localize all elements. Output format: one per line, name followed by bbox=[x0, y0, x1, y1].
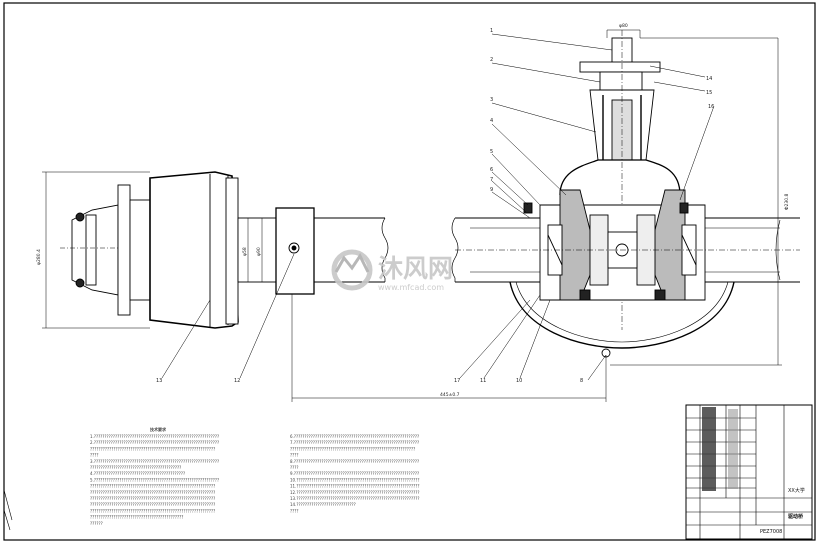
note-line: ???? bbox=[290, 465, 299, 470]
note-line: ????????????????????????????????????????… bbox=[90, 465, 181, 470]
part-number-15: 15 bbox=[706, 90, 712, 96]
note-line: 14.???????????????????????????? bbox=[290, 502, 356, 507]
notes-title: 技术要求 bbox=[150, 426, 167, 432]
dim-bottom-length: 445±0.7 bbox=[440, 392, 460, 398]
notes-right-column: 6.??????????????????????????????????????… bbox=[290, 434, 420, 513]
note-line: 9.??????????????????????????????????????… bbox=[290, 471, 419, 476]
note-line: ???? bbox=[290, 453, 299, 458]
left-wheel-hub-assembly bbox=[60, 171, 540, 329]
part-number-16: 16 bbox=[708, 104, 714, 110]
note-line: 12.?????????????????????????????????????… bbox=[290, 490, 420, 495]
part-number-14: 14 bbox=[706, 76, 712, 82]
dim-left-height: φ280.4 bbox=[36, 249, 42, 265]
corner-marks bbox=[3, 489, 13, 531]
note-line: ????????????????????????????????????????… bbox=[90, 490, 215, 495]
part-number-11: 11 bbox=[480, 378, 486, 384]
note-line: 10.?????????????????????????????????????… bbox=[290, 477, 420, 482]
notes-left-column: 1.??????????????????????????????????????… bbox=[90, 434, 219, 526]
note-line: ????????????????????????????????????????… bbox=[90, 484, 215, 489]
part-number-1: 1 bbox=[490, 28, 493, 34]
watermark-brand: 沐风网 bbox=[378, 254, 453, 283]
note-line: 6.??????????????????????????????????????… bbox=[290, 434, 419, 439]
note-line: 1.??????????????????????????????????????… bbox=[90, 434, 219, 439]
title-block-name: 驱动桥 bbox=[788, 513, 804, 520]
note-line: ????????????????????????????????????????… bbox=[90, 502, 215, 507]
note-line: ????????????????????????????????????????… bbox=[90, 508, 215, 513]
dim-right-height: Φ230.8 bbox=[784, 193, 790, 210]
differential-housing bbox=[455, 30, 800, 358]
note-line: ????????????????????????????????????????… bbox=[90, 446, 215, 451]
part-number-3: 3 bbox=[490, 97, 493, 103]
part-number-10: 10 bbox=[516, 378, 522, 384]
title-block bbox=[685, 404, 813, 540]
watermark-url: www.mfcad.com bbox=[378, 283, 444, 292]
note-line: 8.??????????????????????????????????????… bbox=[290, 459, 419, 464]
note-line: 11.?????????????????????????????????????… bbox=[290, 484, 420, 489]
note-line: 2.??????????????????????????????????????… bbox=[90, 440, 219, 445]
dim-top-width: φ80 bbox=[619, 23, 628, 29]
part-number-2: 2 bbox=[490, 57, 493, 63]
note-line: ????????????????????????????????????????… bbox=[90, 515, 183, 520]
note-line: ?????? bbox=[90, 521, 103, 526]
note-line: ???? bbox=[90, 453, 99, 458]
drawing-frame bbox=[3, 2, 816, 541]
title-block-unit: XX大学 bbox=[788, 487, 805, 494]
part-number-13: 13 bbox=[156, 378, 162, 384]
leader-lines bbox=[161, 33, 715, 381]
note-line: 5.??????????????????????????????????????… bbox=[90, 477, 219, 482]
note-line: 7.??????????????????????????????????????… bbox=[290, 440, 419, 445]
part-number-5: 5 bbox=[490, 149, 493, 155]
note-line: ???? bbox=[290, 508, 299, 513]
watermark: 沐风网 www.mfcad.com bbox=[331, 249, 453, 292]
part-number-6: 6 bbox=[490, 167, 493, 173]
note-line: 3.??????????????????????????????????????… bbox=[90, 459, 219, 464]
part-number-17: 17 bbox=[454, 378, 460, 384]
note-line: 4.??????????????????????????????????????… bbox=[90, 471, 185, 476]
part-number-9: 9 bbox=[490, 187, 493, 193]
part-number-4: 4 bbox=[490, 118, 493, 124]
part-number-7: 7 bbox=[490, 177, 493, 183]
note-line: 13.?????????????????????????????????????… bbox=[290, 496, 420, 501]
part-number-12: 12 bbox=[234, 378, 240, 384]
note-line: ????????????????????????????????????????… bbox=[290, 446, 415, 451]
dim-tube-a: φ58 bbox=[242, 247, 248, 256]
note-line: ????????????????????????????????????????… bbox=[90, 496, 215, 501]
part-number-8: 8 bbox=[580, 378, 583, 384]
dimension-lines bbox=[42, 29, 782, 402]
dim-tube-b: φ90 bbox=[256, 247, 262, 256]
title-block-drawing-no: PEZ7008 bbox=[760, 529, 782, 535]
